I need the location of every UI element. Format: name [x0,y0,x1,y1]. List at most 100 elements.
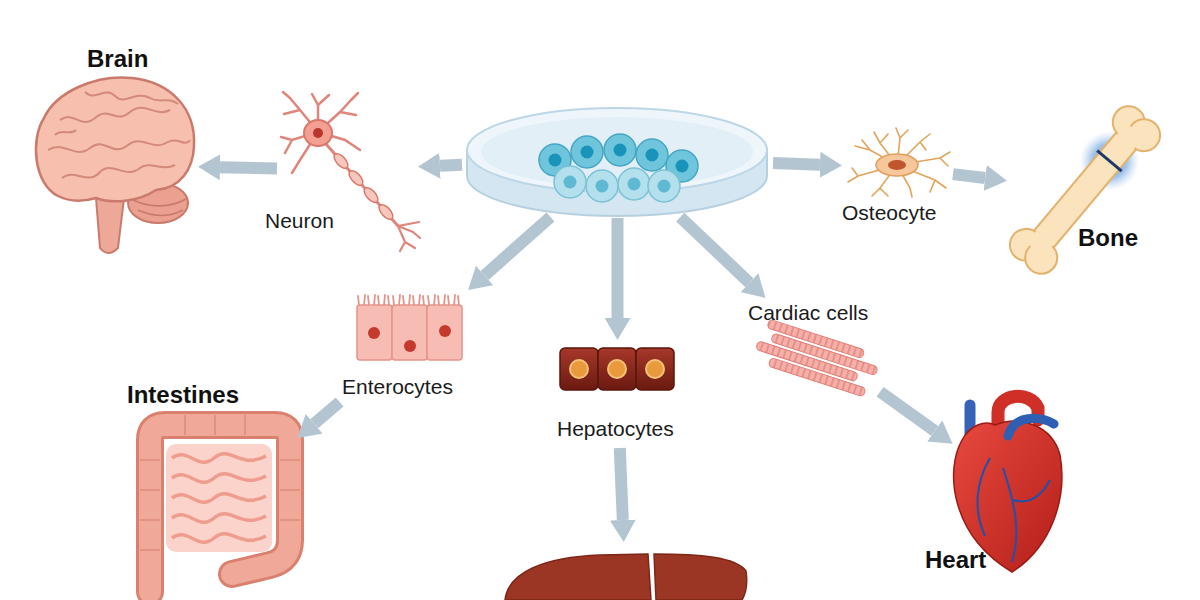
connector-group [220,163,985,520]
liver-left-lobe [654,554,747,600]
brain-gyri [48,92,190,178]
osteocyte-illustration [848,128,950,197]
cell-nucleus [549,154,562,167]
liver-illustration [505,554,747,600]
colon-haustra [140,415,300,550]
diagram-node: Intestines [115,440,300,590]
hepatocyte-cell [598,348,636,390]
liver-right-lobe [505,554,651,600]
osteocyte-body [876,154,918,176]
cell-label: Osteocyte [842,201,937,225]
axon-terminals [398,222,420,251]
differentiation-arrow [220,167,277,168]
cell-nucleus [676,160,689,173]
myelin-sheath [332,151,396,221]
brain-illustration [36,77,194,253]
differentiation-arrow [773,163,820,165]
neuron-axon [326,144,398,226]
cardiac-fiber [768,357,866,396]
organ-label: Bone [1078,224,1138,252]
myelin-segment [332,151,351,170]
stem-cell [636,139,668,171]
joint-line [1097,151,1122,172]
cell-label: Hepatocytes [557,417,674,441]
neuron-soma [304,120,332,146]
hepatocyte-nucleus [570,360,588,378]
hepatocytes-illustration [560,348,674,390]
enterocyte-cell [427,305,462,360]
myelin-segment [347,168,366,187]
colon-outline [150,425,290,592]
enterocyte-nucleus [368,327,380,339]
osteocyte-processes [848,128,950,197]
stem-cell [586,170,618,202]
differentiation-arrow [680,217,749,283]
differentiation-arrow [953,174,985,178]
cell-label: Neuron [265,209,334,233]
stem-cells-front [554,166,680,202]
diagram-node: Hepatocytes [545,343,690,445]
hepatocyte-nucleus [608,360,626,378]
organ-label: Heart [925,546,986,574]
diagram-node: Enterocytes [340,292,470,400]
small-intestine-coils [172,454,266,543]
cell-nucleus [596,180,609,193]
hepatocyte-cell [560,348,598,390]
cell-label: Enterocytes [342,375,453,399]
cell-nucleus [564,176,577,189]
stem-cell-nuclei-front [564,176,671,193]
diagram-node: Brain [35,75,195,255]
myelin-segment [377,202,396,221]
organ-label: Brain [87,45,148,73]
differentiation-arrow [485,217,551,275]
differentiation-arrow [620,448,623,520]
myelin-segment [362,185,381,204]
diagram-node: Bone [1010,105,1160,275]
diagram-node: Cardiac cells [745,300,885,390]
differentiation-arrow [612,218,624,318]
brain-cerebrum [36,77,194,201]
stem-cell [648,170,680,202]
stem-cell [618,168,650,200]
differentiation-arrow [880,392,935,431]
coronary-vessels [978,458,1050,562]
petri-dish-illustration [467,108,767,216]
osteocyte-nucleus [888,160,906,170]
stem-cell [571,136,603,168]
diagram-node: Neuron [280,95,415,245]
differentiation-arrow [440,165,462,166]
enterocyte-cell [392,305,427,360]
diagram-node [465,100,770,215]
diagram-node: Osteocyte [845,140,950,195]
cell-label: Cardiac cells [748,301,868,325]
intestines-illustration [140,415,300,592]
brain-cerebellum-folds [133,199,186,215]
bone-illustration [1000,97,1169,283]
brain-stem [96,198,124,253]
enterocyte-nucleus [404,340,416,352]
hepatocyte-cell [636,348,674,390]
neuron-nucleus [313,128,323,138]
microvilli [358,295,459,305]
stem-cell [554,166,586,198]
stem-cell [604,134,636,166]
cardiac-cells-illustration [752,318,882,398]
enterocyte-cell [357,305,392,360]
bone-shaft-fill [1026,123,1143,257]
diagram-node [500,545,750,600]
organ-label: Intestines [127,381,239,409]
cell-nucleus [581,146,594,159]
differentiation-arrow [314,402,339,424]
colon [150,425,290,592]
cell-nucleus [658,180,671,193]
cell-nucleus [614,144,627,157]
enterocyte-nucleus [439,325,451,337]
neuron-dendrites [281,92,360,173]
dish-floor [481,117,753,187]
cell-nucleus [646,149,659,162]
enterocytes-illustration [357,295,462,360]
diagram-node: Heart [955,395,1065,575]
